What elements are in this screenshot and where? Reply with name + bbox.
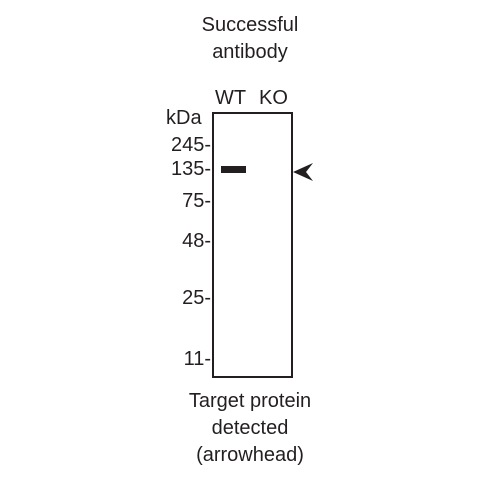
figure-title-line-2: antibody [212,41,288,63]
marker-label-75: 75- [182,190,211,212]
lane-label-ko: KO [259,87,288,109]
marker-label-245: 245- [170,134,211,156]
blot-frame [212,112,293,378]
marker-label-25: 25- [182,287,211,309]
figure-title-line-1: Successful [201,14,299,36]
arrowhead-left-icon [293,163,313,181]
marker-label-11: 11- [183,348,211,370]
wt-band [221,166,246,173]
caption-line-2: detected [211,417,289,439]
lane-label-wt: WT [215,87,247,109]
caption-line-3: (arrowhead) [196,444,304,466]
marker-label-135: 135- [170,158,211,180]
marker-label-48: 48- [182,230,211,252]
kda-unit-label: kDa [166,107,202,129]
caption-line-1: Target protein [188,390,312,412]
